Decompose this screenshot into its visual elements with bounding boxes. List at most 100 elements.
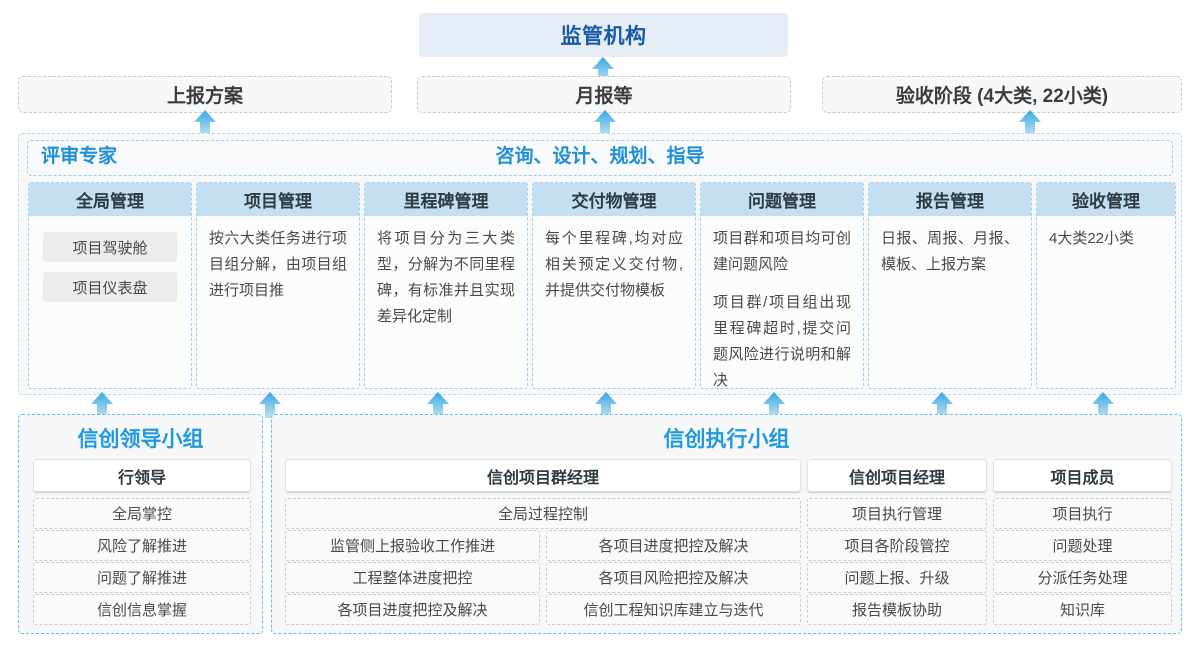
- column-header: 里程碑管理: [365, 183, 527, 216]
- band-title-consulting: 咨询、设计、规划、指导: [495, 146, 705, 167]
- task-item[interactable]: 各项目进度把控及解决: [546, 530, 801, 561]
- column-text: 将项目分为三大类型，分解为不同里程碑，有标准并且实现差异化定制: [377, 230, 515, 325]
- deliverable-label: 上报方案: [166, 86, 243, 107]
- deliverable-box-report-plan: 上报方案: [18, 76, 392, 113]
- capability-column-global: 全局管理 项目驾驶舱 项目仪表盘: [28, 182, 192, 389]
- exec-group-panel: 信创执行小组 信创项目群经理 全局过程控制 监管侧上报验收工作推进 工程整体进度…: [271, 414, 1182, 634]
- capability-column-milestone: 里程碑管理 将项目分为三大类型，分解为不同里程碑，有标准并且实现差异化定制: [364, 182, 528, 389]
- task-label: 知识库: [1059, 602, 1105, 619]
- arrow-up-icon: [594, 110, 616, 136]
- task-item[interactable]: 风险了解推进: [33, 530, 251, 561]
- column-text: 4大类22小类: [1049, 230, 1135, 247]
- deliverable-label: 月报等: [575, 86, 633, 107]
- arrow-up-icon: [763, 392, 785, 418]
- capability-column-project: 项目管理 按六大类任务进行项目组分解，由项目组进行项目推: [196, 182, 360, 389]
- column-header: 项目管理: [197, 183, 359, 216]
- task-item[interactable]: 各项目风险把控及解决: [546, 562, 801, 593]
- column-body: 将项目分为三大类型，分解为不同里程碑，有标准并且实现差异化定制: [365, 216, 527, 338]
- task-item[interactable]: 信创信息掌握: [33, 594, 251, 625]
- task-label: 报告模板协助: [851, 602, 942, 619]
- column-text: 项目群和项目均可创建问题风险: [713, 230, 851, 273]
- column-text: 按六大类任务进行项目组分解，由项目组进行项目推: [209, 230, 347, 299]
- task-label: 工程整体进度把控: [352, 570, 473, 587]
- task-item[interactable]: 信创工程知识库建立与迭代: [546, 594, 801, 625]
- task-item[interactable]: 项目各阶段管控: [807, 530, 987, 561]
- task-label: 信创信息掌握: [96, 602, 187, 619]
- task-label: 全局过程控制: [497, 506, 588, 523]
- task-label: 分派任务处理: [1037, 570, 1128, 587]
- arrow-up-icon: [595, 392, 617, 418]
- role-header-project-manager: 信创项目经理: [807, 459, 987, 493]
- task-label: 项目执行: [1052, 506, 1113, 523]
- leader-group-title: 信创领导小组: [77, 428, 204, 451]
- capability-column-acceptance: 验收管理 4大类22小类: [1036, 182, 1176, 389]
- column-body: 项目驾驶舱 项目仪表盘: [29, 216, 191, 320]
- task-item[interactable]: 项目执行: [993, 498, 1172, 529]
- task-item[interactable]: 监管侧上报验收工作推进: [285, 530, 540, 561]
- column-text: 项目群/项目组出现里程碑超时,提交问题风险进行说明和解决: [713, 294, 851, 389]
- column-body: 按六大类任务进行项目组分解，由项目组进行项目推: [197, 216, 359, 312]
- column-body: 日报、周报、月报、模板、上报方案: [869, 216, 1031, 286]
- task-item[interactable]: 问题了解推进: [33, 562, 251, 593]
- role-label: 项目成员: [1050, 469, 1115, 487]
- task-label: 问题了解推进: [96, 570, 187, 587]
- arrow-up-icon: [1092, 392, 1114, 418]
- role-label: 信创项目群经理: [486, 469, 599, 487]
- role-header-project-member: 项目成员: [993, 459, 1172, 493]
- task-label: 风险了解推进: [96, 538, 187, 555]
- arrow-up-icon: [259, 392, 281, 418]
- capability-column-report: 报告管理 日报、周报、月报、模板、上报方案: [868, 182, 1032, 389]
- exec-group-title: 信创执行小组: [663, 428, 790, 451]
- task-item[interactable]: 项目执行管理: [807, 498, 987, 529]
- task-label: 各项目进度把控及解决: [337, 602, 488, 619]
- task-item[interactable]: 分派任务处理: [993, 562, 1172, 593]
- task-label: 问题上报、升级: [844, 570, 950, 587]
- task-item[interactable]: 问题上报、升级: [807, 562, 987, 593]
- task-label: 各项目风险把控及解决: [598, 570, 749, 587]
- column-header: 交付物管理: [533, 183, 695, 216]
- arrow-up-icon: [427, 392, 449, 418]
- task-label: 问题处理: [1052, 538, 1113, 555]
- column-header: 全局管理: [29, 183, 191, 216]
- column-text: 日报、周报、月报、模板、上报方案: [881, 230, 1019, 273]
- column-body: 项目群和项目均可创建问题风险 项目群/项目组出现里程碑超时,提交问题风险进行说明…: [701, 216, 863, 389]
- task-item[interactable]: 全局掌控: [33, 498, 251, 529]
- capability-column-issue: 问题管理 项目群和项目均可创建问题风险 项目群/项目组出现里程碑超时,提交问题风…: [700, 182, 864, 389]
- column-header: 验收管理: [1037, 183, 1175, 216]
- role-header-bank-leader: 行领导: [33, 459, 251, 493]
- arrow-up-icon: [1019, 110, 1041, 136]
- task-item[interactable]: 报告模板协助: [807, 594, 987, 625]
- arrow-up-icon: [91, 392, 113, 418]
- task-item[interactable]: 知识库: [993, 594, 1172, 625]
- role-header-program-manager: 信创项目群经理: [285, 459, 801, 493]
- task-item[interactable]: 各项目进度把控及解决: [285, 594, 540, 625]
- band-title-review-experts: 评审专家: [41, 146, 118, 167]
- task-item[interactable]: 问题处理: [993, 530, 1172, 561]
- arrow-up-icon: [592, 57, 614, 83]
- leader-group-panel: 信创领导小组 行领导 全局掌控 风险了解推进 问题了解推进 信创信息掌握: [18, 414, 263, 634]
- regulator-box: 监管机构: [419, 13, 788, 57]
- deliverable-box-acceptance: 验收阶段 (4大类, 22小类): [822, 76, 1182, 113]
- arrow-up-icon: [194, 110, 216, 136]
- column-body: 4大类22小类: [1037, 216, 1175, 260]
- task-label: 信创工程知识库建立与迭代: [583, 602, 764, 619]
- task-label: 全局掌控: [111, 506, 172, 523]
- column-text: 每个里程碑,均对应相关预定义交付物,并提供交付物模板: [545, 230, 683, 299]
- capability-pill[interactable]: 项目仪表盘: [43, 272, 177, 302]
- deliverable-label: 验收阶段 (4大类, 22小类): [895, 86, 1109, 107]
- task-item[interactable]: 全局过程控制: [285, 498, 801, 529]
- capability-column-deliverable: 交付物管理 每个里程碑,均对应相关预定义交付物,并提供交付物模板: [532, 182, 696, 389]
- arrow-up-icon: [931, 392, 953, 418]
- band-header-strip: [27, 140, 1173, 176]
- column-header: 报告管理: [869, 183, 1031, 216]
- regulator-label: 监管机构: [560, 25, 647, 48]
- task-label: 各项目进度把控及解决: [598, 538, 749, 555]
- deliverable-box-monthly: 月报等: [417, 76, 791, 113]
- role-label: 信创项目经理: [848, 469, 945, 487]
- task-label: 项目执行管理: [851, 506, 942, 523]
- role-label: 行领导: [117, 469, 166, 487]
- task-item[interactable]: 工程整体进度把控: [285, 562, 540, 593]
- capability-pill[interactable]: 项目驾驶舱: [43, 232, 177, 262]
- task-label: 项目各阶段管控: [844, 538, 950, 555]
